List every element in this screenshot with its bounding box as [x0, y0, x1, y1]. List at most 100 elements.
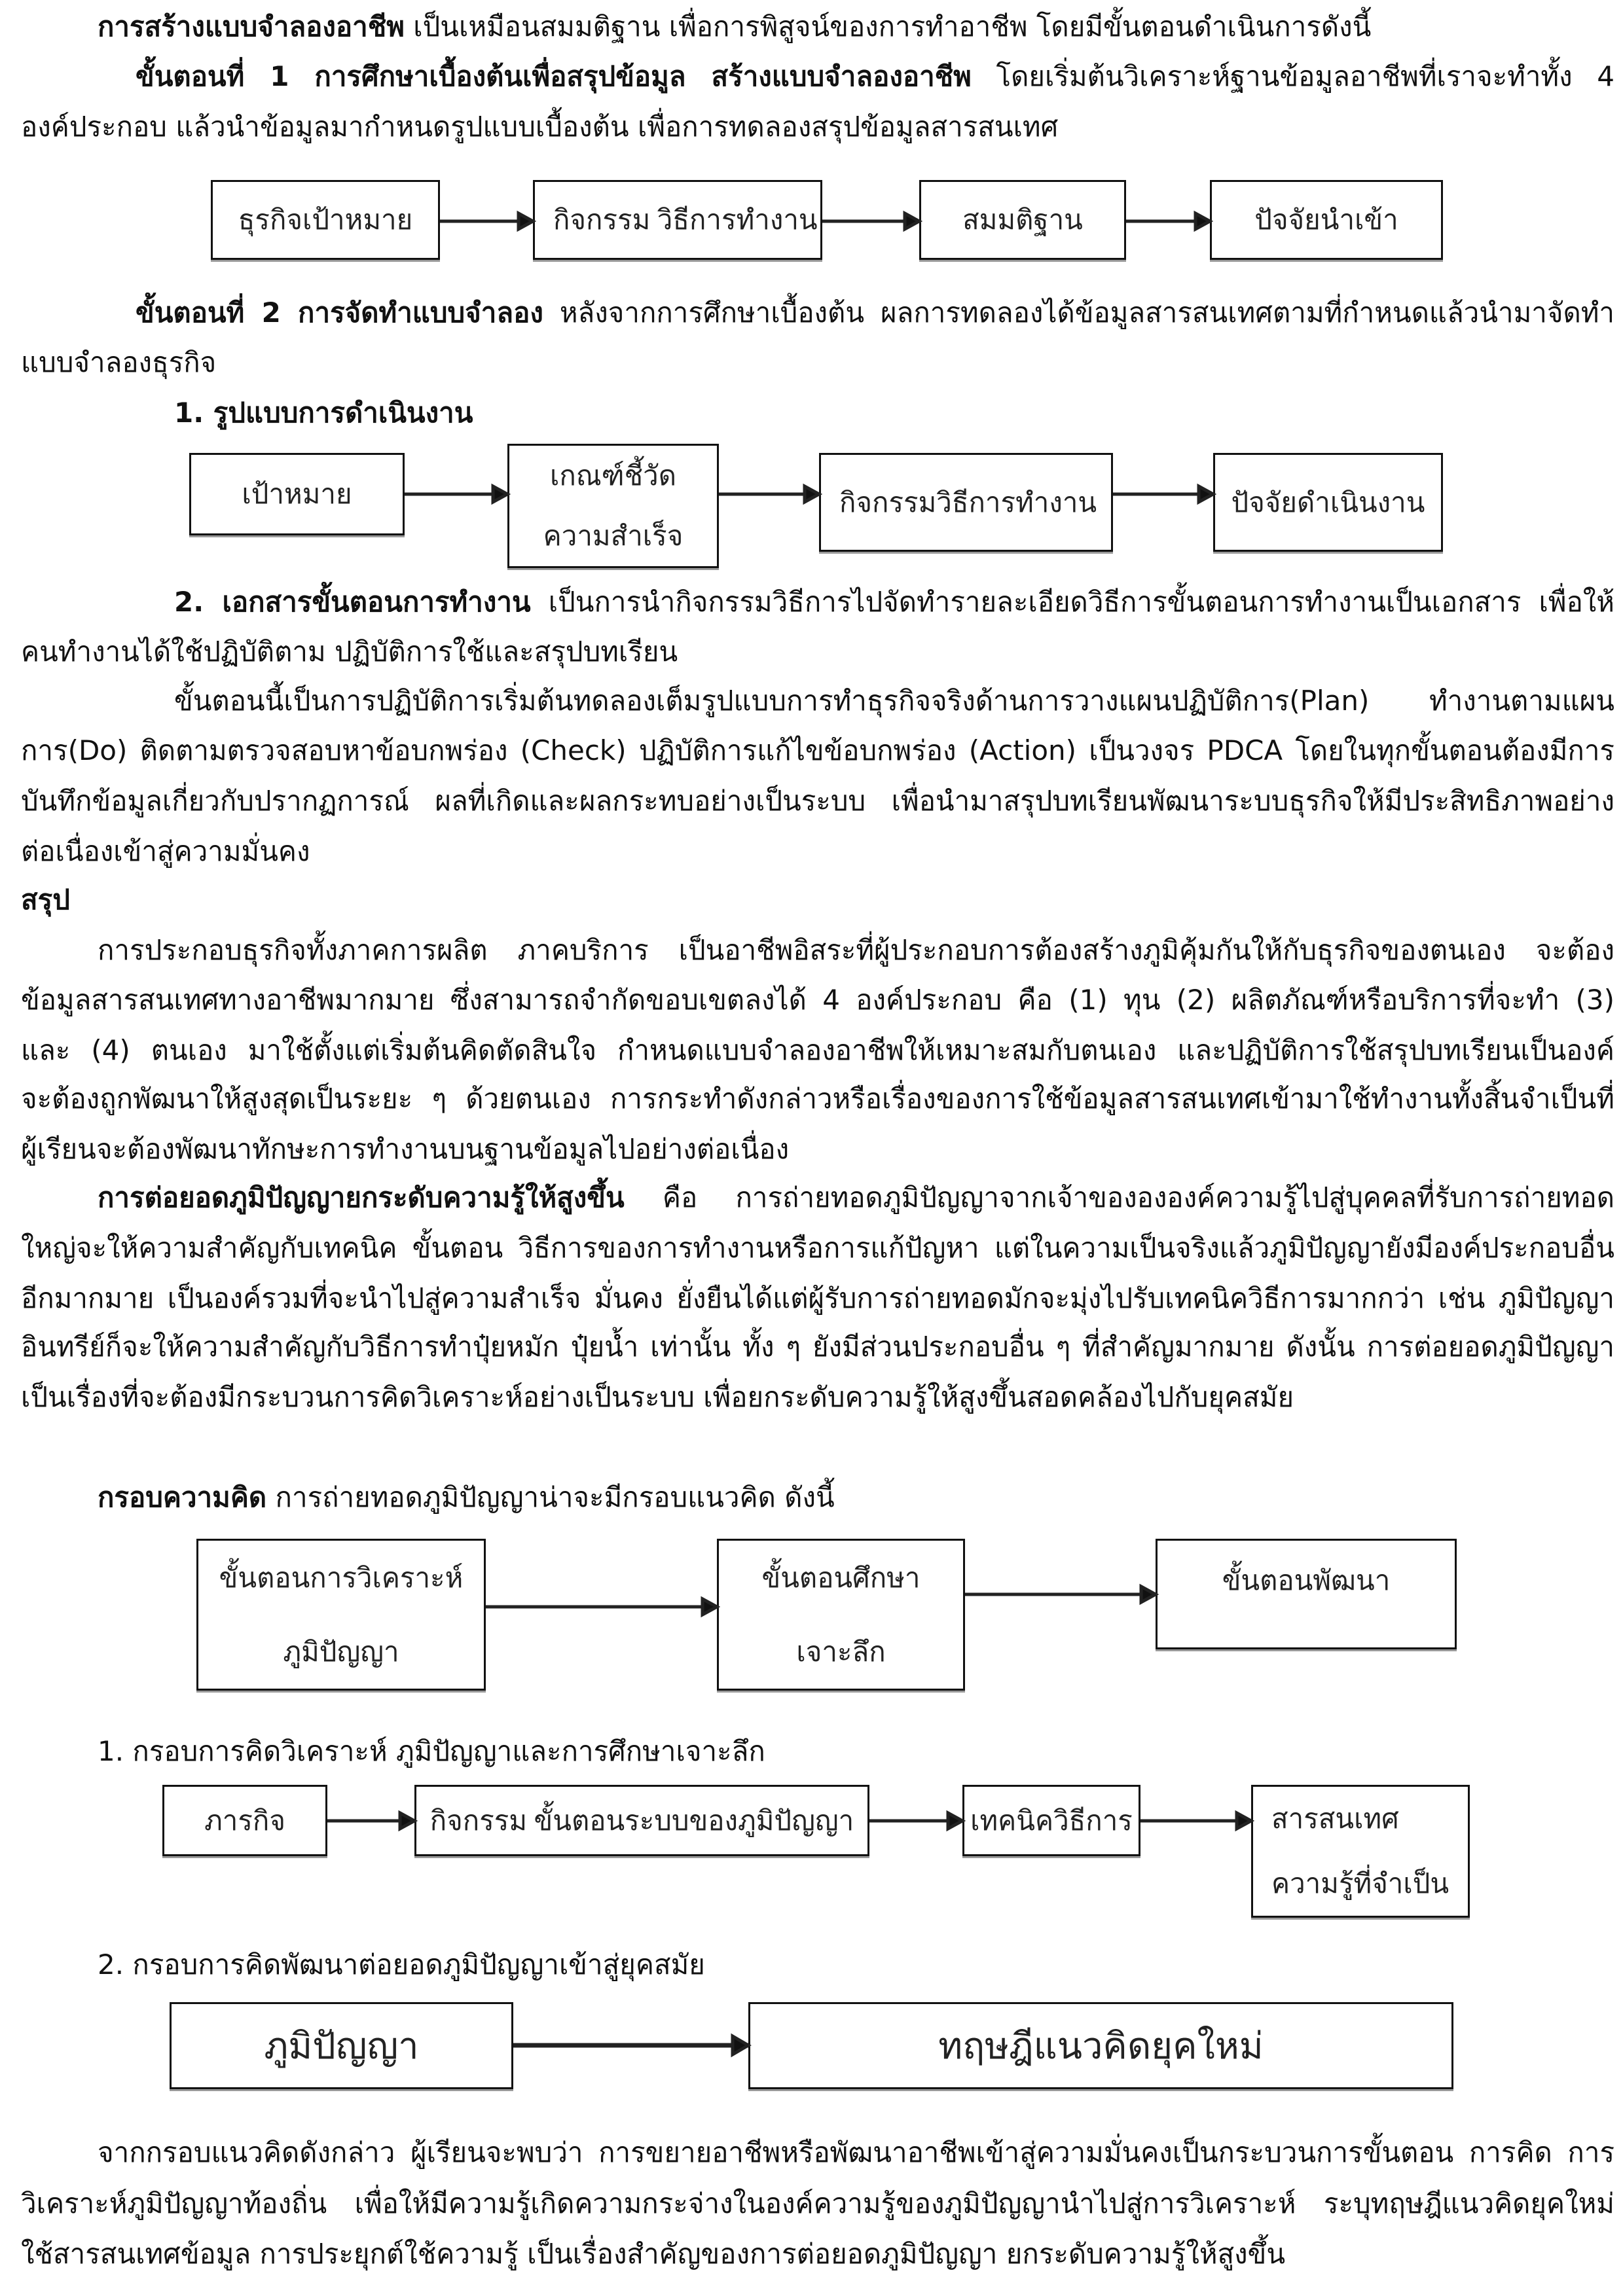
- text-line: บันทึกข้อมูลเกี่ยวกับปรากฏการณ์ ผลที่เกิ…: [21, 776, 1614, 826]
- arrowhead-icon: [1194, 210, 1214, 232]
- body-text: องค์ประกอบ แล้วนำข้อมูลมากำหนดรูปแบบเบื้…: [21, 111, 1059, 143]
- box-label: ขั้นตอนพัฒนา: [1222, 1566, 1391, 1596]
- body-text: คนทำงานได้ใช้ปฏิบัติตาม ปฏิบัติการใช้และ…: [21, 636, 678, 668]
- body-text: จากกรอบแนวคิดดังกล่าว ผู้เรียนจะพบว่า กา…: [98, 2136, 1614, 2168]
- bold-heading-text: ขั้นตอนที่ 1 การศึกษาเบื้องต้นเพื่อสรุปข…: [136, 60, 972, 92]
- box-label: เกณฑ์ชี้วัด: [550, 461, 676, 492]
- box-activity-methods: กิจกรรมวิธีการทำงาน: [819, 453, 1113, 552]
- bold-heading-text: กรอบความคิด: [98, 1481, 267, 1513]
- box-wisdom: ภูมิปัญญา: [170, 2002, 513, 2089]
- box-techniques: เทคนิควิธีการ: [962, 1785, 1140, 1856]
- box-label: ความสำเร็จ: [543, 522, 684, 552]
- box-label: ธุรกิจเป้าหมาย: [238, 206, 413, 236]
- text-line: อินทรีย์ก็จะให้ความสำคัญกับวิธีการทำปุ๋ย…: [21, 1322, 1614, 1372]
- box-wisdom-system: กิจกรรม ขั้นตอนระบบของภูมิปัญญา: [414, 1785, 869, 1856]
- arrowhead-icon: [946, 1810, 966, 1832]
- body-text: และ (4) ตนเอง มาใช้ตั้งแต่เริ่มต้นคิดตัด…: [21, 1034, 1614, 1066]
- bold-heading-text: 2. เอกสารขั้นตอนการทำงาน: [174, 586, 531, 618]
- body-text: อินทรีย์ก็จะให้ความสำคัญกับวิธีการทำปุ๋ย…: [21, 1331, 1614, 1363]
- body-text: 1. กรอบการคิดวิเคราะห์ ภูมิปัญญาและการศึ…: [98, 1735, 765, 1767]
- arrowhead-icon: [731, 2033, 752, 2058]
- body-text: คือ การถ่ายทอดภูมิปัญญาจากเจ้าของององค์ค…: [662, 1181, 1614, 1213]
- body-text: 2. กรอบการคิดพัฒนาต่อยอดภูมิปัญญาเข้าสู่…: [98, 1948, 705, 1981]
- box-label: สมมติฐาน: [962, 206, 1083, 236]
- bold-heading-text: สรุป: [21, 884, 70, 916]
- box-label: เจาะลึก: [796, 1637, 886, 1668]
- arrowhead-icon: [491, 483, 511, 505]
- arrowhead-icon: [398, 1810, 418, 1832]
- box-target-business: ธุรกิจเป้าหมาย: [211, 180, 440, 260]
- bold-heading-text: การสร้างแบบจำลองอาชีพ: [98, 10, 405, 43]
- text-line: สรุป: [21, 875, 1614, 925]
- text-line: แบบจำลองธุรกิจ: [21, 338, 1614, 387]
- box-label: ทฤษฎีแนวคิดยุคใหม่: [938, 2026, 1264, 2067]
- text-line: ขั้นตอนนี้เป็นการปฏิบัติการเริ่มต้นทดลอง…: [174, 676, 1614, 726]
- body-text: ขั้นตอนนี้เป็นการปฏิบัติการเริ่มต้นทดลอง…: [174, 685, 1614, 717]
- box-goal: เป้าหมาย: [189, 453, 405, 535]
- body-text: การถ่ายทอดภูมิปัญญาน่าจะมีกรอบแนวคิด ดัง…: [266, 1481, 835, 1513]
- box-analysis-step: ขั้นตอนการวิเคราะห์ภูมิปัญญา: [196, 1539, 486, 1691]
- body-text: เป็นเหมือนสมมติฐาน เพื่อการพิสูจน์ของการ…: [404, 10, 1372, 43]
- text-line: กรอบความคิด การถ่ายทอดภูมิปัญญาน่าจะมีกร…: [98, 1473, 1614, 1522]
- box-label: ภูมิปัญญา: [264, 2026, 419, 2067]
- text-line: 1. รูปแบบการดำเนินงาน: [174, 388, 1614, 438]
- text-line: วิเคราะห์ภูมิปัญญาท้องถิ่น เพื่อให้มีควา…: [21, 2179, 1614, 2229]
- text-line: จะต้องถูกพัฒนาให้สูงสุดเป็นระยะ ๆ ด้วยตน…: [21, 1074, 1614, 1124]
- arrowhead-icon: [1197, 483, 1217, 505]
- box-success-indicator: เกณฑ์ชี้วัดความสำเร็จ: [507, 444, 719, 568]
- box-label: เป้าหมาย: [242, 480, 352, 510]
- text-line: ขั้นตอนที่ 1 การศึกษาเบื้องต้นเพื่อสรุปข…: [136, 52, 1614, 101]
- arrowhead-icon: [517, 210, 537, 232]
- arrowhead-icon: [701, 1596, 721, 1618]
- box-label: ภูมิปัญญา: [283, 1637, 399, 1668]
- box-label: ภารกิจ: [204, 1806, 285, 1837]
- body-text: ใหญ่จะให้ความสำคัญกับเทคนิค ขั้นตอน วิธี…: [21, 1232, 1614, 1264]
- body-text: อีกมากมาย เป็นองค์รวมที่จะนำไปสู่ความสำเ…: [21, 1282, 1614, 1314]
- box-information: สารสนเทศความรู้ที่จำเป็น: [1251, 1785, 1470, 1918]
- text-line: 1. กรอบการคิดวิเคราะห์ ภูมิปัญญาและการศึ…: [98, 1727, 1614, 1776]
- box-label: สารสนเทศ: [1271, 1804, 1399, 1835]
- box-activities: กิจกรรม วิธีการทำงาน: [533, 180, 822, 260]
- text-line: การ(Do) ติดตามตรวจสอบหาข้อบกพร่อง (Check…: [21, 726, 1614, 776]
- text-line: การประกอบธุรกิจทั้งภาคการผลิต ภาคบริการ …: [98, 925, 1614, 975]
- text-line: ใหญ่จะให้ความสำคัญกับเทคนิค ขั้นตอน วิธี…: [21, 1223, 1614, 1273]
- box-label: เทคนิควิธีการ: [970, 1806, 1133, 1837]
- text-line: อีกมากมาย เป็นองค์รวมที่จะนำไปสู่ความสำเ…: [21, 1274, 1614, 1323]
- box-label: กิจกรรม ขั้นตอนระบบของภูมิปัญญา: [429, 1806, 854, 1837]
- box-mission: ภารกิจ: [162, 1785, 327, 1856]
- body-text: ผู้เรียนจะต้องพัฒนาทักษะการทำงานบนฐานข้อ…: [21, 1133, 790, 1165]
- body-text: วิเคราะห์ภูมิปัญญาท้องถิ่น เพื่อให้มีควา…: [21, 2187, 1614, 2219]
- text-line: 2. กรอบการคิดพัฒนาต่อยอดภูมิปัญญาเข้าสู่…: [98, 1940, 1614, 1990]
- text-line: ใช้สารสนเทศข้อมูล การประยุกต์ใช้ความรู้ …: [21, 2229, 1614, 2279]
- body-text: จะต้องถูกพัฒนาให้สูงสุดเป็นระยะ ๆ ด้วยตน…: [21, 1083, 1614, 1115]
- body-text: การประกอบธุรกิจทั้งภาคการผลิต ภาคบริการ …: [98, 934, 1614, 966]
- text-line: องค์ประกอบ แล้วนำข้อมูลมากำหนดรูปแบบเบื้…: [21, 102, 1614, 152]
- bold-heading-text: 1. รูปแบบการดำเนินงาน: [174, 397, 473, 429]
- text-line: การต่อยอดภูมิปัญญายกระดับความรู้ให้สูงขึ…: [98, 1173, 1614, 1223]
- body-text: ต่อเนื่องเข้าสู่ความมั่นคง: [21, 835, 310, 867]
- box-label: ความรู้ที่จำเป็น: [1271, 1869, 1450, 1899]
- body-text: เป็นการนำกิจกรรมวิธีการไปจัดทำรายละเอียด…: [530, 586, 1614, 618]
- bold-heading-text: ขั้นตอนที่ 2 การจัดทำแบบจำลอง: [136, 296, 543, 329]
- box-operation-factors: ปัจจัยดำเนินงาน: [1213, 453, 1443, 552]
- box-label: ปัจจัยนำเข้า: [1254, 206, 1398, 236]
- box-label: กิจกรรมวิธีการทำงาน: [839, 488, 1097, 518]
- box-study-step: ขั้นตอนศึกษาเจาะลึก: [717, 1539, 965, 1691]
- body-text: แบบจำลองธุรกิจ: [21, 346, 217, 378]
- arrowhead-icon: [1235, 1810, 1255, 1832]
- arrowhead-icon: [903, 210, 923, 232]
- text-line: 2. เอกสารขั้นตอนการทำงาน เป็นการนำกิจกรร…: [174, 577, 1614, 627]
- text-line: การสร้างแบบจำลองอาชีพ เป็นเหมือนสมมติฐาน…: [98, 2, 1614, 52]
- box-label: ปัจจัยดำเนินงาน: [1231, 488, 1425, 518]
- text-line: ผู้เรียนจะต้องพัฒนาทักษะการทำงานบนฐานข้อ…: [21, 1124, 1614, 1174]
- box-label: กิจกรรม วิธีการทำงาน: [553, 206, 818, 236]
- body-text: ข้อมูลสารสนเทศทางอาชีพมากมาย ซึ่งสามารถจ…: [21, 984, 1614, 1016]
- body-text: โดยเริ่มต้นวิเคราะห์ฐานข้อมูลอาชีพที่เรา…: [971, 60, 1614, 92]
- body-text: ใช้สารสนเทศข้อมูล การประยุกต์ใช้ความรู้ …: [21, 2238, 1286, 2270]
- text-line: จากกรอบแนวคิดดังกล่าว ผู้เรียนจะพบว่า กา…: [98, 2128, 1614, 2178]
- box-label: ขั้นตอนการวิเคราะห์: [219, 1563, 464, 1594]
- text-line: เป็นเรื่องที่จะต้องมีกระบวนการคิดวิเคราะ…: [21, 1372, 1614, 1422]
- text-line: ข้อมูลสารสนเทศทางอาชีพมากมาย ซึ่งสามารถจ…: [21, 975, 1614, 1025]
- body-text: การ(Do) ติดตามตรวจสอบหาข้อบกพร่อง (Check…: [21, 734, 1614, 766]
